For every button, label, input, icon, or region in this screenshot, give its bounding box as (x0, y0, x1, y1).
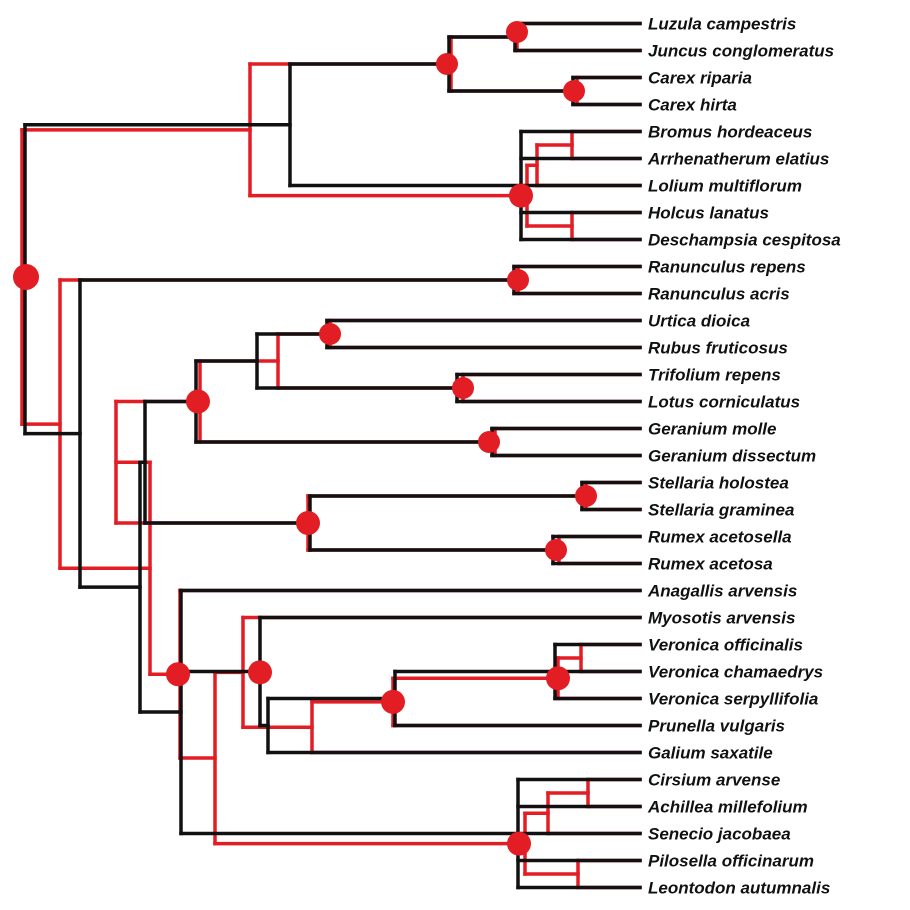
node-marker (436, 53, 458, 75)
tip-label: Luzula campestris (648, 15, 796, 34)
tip-label: Geranium molle (648, 420, 776, 439)
tip-label: Galium saxatile (648, 744, 773, 763)
node-marker (319, 323, 341, 345)
tip-label: Leontodon autumnalis (648, 879, 830, 898)
tip-label: Holcus lanatus (648, 204, 769, 223)
tip-label: Rumex acetosella (648, 528, 792, 547)
tip-label: Anagallis arvensis (647, 582, 797, 601)
tip-label: Cirsium arvense (648, 771, 780, 790)
node-marker (546, 666, 570, 691)
node-marker (478, 431, 500, 453)
node-marker (575, 485, 597, 507)
node-marker (507, 269, 529, 291)
node-marker (166, 662, 190, 687)
tip-label: Lolium multiflorum (648, 177, 802, 196)
node-markers (13, 21, 597, 856)
tip-label: Urtica dioica (648, 312, 750, 331)
tip-label: Stellaria graminea (648, 501, 794, 520)
tip-label: Lotus corniculatus (648, 393, 800, 412)
tip-label: Juncus conglomeratus (648, 42, 834, 61)
tip-label: Bromus hordeaceus (648, 123, 812, 142)
tip-label: Achillea millefolium (647, 798, 808, 817)
tip-label: Deschampsia cespitosa (648, 231, 841, 250)
node-marker (563, 80, 585, 102)
node-marker (506, 21, 528, 43)
tip-label: Rumex acetosa (648, 555, 773, 574)
black-tree-branches (23, 21, 642, 890)
node-marker (296, 511, 320, 535)
node-marker (507, 831, 531, 856)
tip-label: Geranium dissectum (648, 447, 816, 466)
tip-label: Carex hirta (648, 96, 737, 115)
node-marker (381, 689, 405, 714)
tip-label: Veronica chamaedrys (648, 663, 823, 682)
tip-label: Pilosella officinarum (648, 852, 814, 871)
tip-label: Senecio jacobaea (648, 825, 791, 844)
tip-label: Prunella vulgaris (648, 717, 785, 736)
tip-label: Veronica serpyllifolia (648, 690, 818, 709)
node-marker (452, 377, 474, 399)
node-marker (186, 389, 210, 414)
tip-label: Stellaria holostea (648, 474, 789, 493)
tip-label: Ranunculus acris (648, 285, 790, 304)
tip-label: Myosotis arvensis (648, 609, 795, 628)
tip-label: Ranunculus repens (648, 258, 806, 277)
node-marker (248, 660, 272, 685)
tip-label: Rubus fruticosus (648, 339, 788, 358)
tip-label: Veronica officinalis (648, 636, 803, 655)
tip-label: Carex riparia (648, 69, 752, 88)
node-marker (13, 263, 39, 290)
node-marker (509, 183, 533, 208)
tip-label: Trifolium repens (648, 366, 781, 385)
node-marker (545, 539, 567, 561)
tip-label: Arrhenatherum elatius (647, 150, 829, 169)
